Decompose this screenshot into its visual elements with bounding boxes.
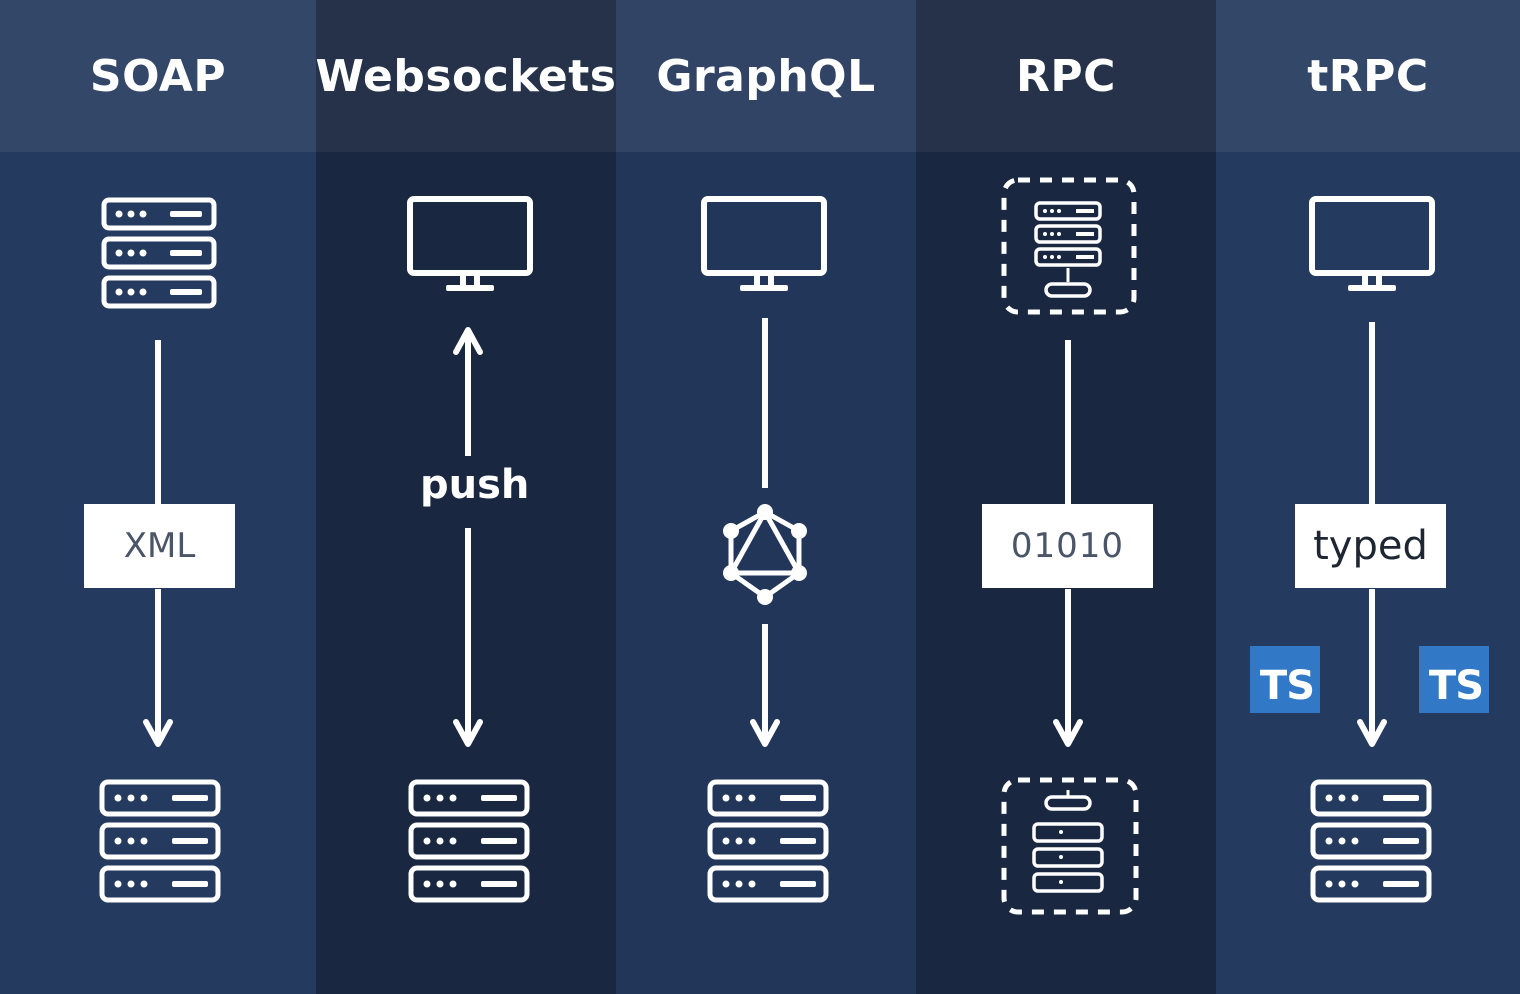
column-header: GraphQL <box>616 0 916 152</box>
column-title: tRPC <box>1307 50 1429 102</box>
websockets-server-icon <box>411 782 527 900</box>
graphql-server-icon <box>710 782 826 900</box>
column-title: GraphQL <box>656 50 876 102</box>
graphql-logo-icon <box>723 504 807 605</box>
trpc-arrow-down-icon <box>1357 719 1387 747</box>
column-header: Websockets <box>316 0 616 152</box>
soap-arrow-down-icon <box>143 719 173 747</box>
graphql-monitor-icon <box>704 199 824 291</box>
websockets-arrow-up-icon <box>453 327 483 355</box>
soap-top-server-icon <box>104 200 214 306</box>
websockets-monitor-icon <box>410 199 530 291</box>
soap-payload-label: XML <box>84 504 235 588</box>
rpc-payload-label: 01010 <box>982 504 1153 588</box>
rpc-arrow-down-icon <box>1053 719 1083 747</box>
websockets-arrow-down-icon <box>453 719 483 747</box>
column-soap: SOAP <box>0 0 316 994</box>
soap-bottom-server-icon <box>102 782 218 900</box>
column-title: RPC <box>1016 50 1116 102</box>
label-text: typed <box>1313 523 1428 569</box>
label-text: 01010 <box>1010 526 1125 566</box>
column-graphql: GraphQL <box>616 0 916 994</box>
websockets-push-label: push <box>420 462 530 508</box>
column-header: SOAP <box>0 0 316 152</box>
trpc-payload-label: typed <box>1295 504 1446 588</box>
column-title: SOAP <box>89 50 227 102</box>
rpc-bottom-dashed-server-icon <box>1001 777 1139 915</box>
trpc-server-icon <box>1313 782 1429 900</box>
trpc-monitor-icon <box>1312 199 1432 291</box>
rpc-top-dashed-server-icon <box>1001 177 1137 315</box>
typescript-badge-icon: TS <box>1250 646 1320 713</box>
label-text: XML <box>123 526 196 566</box>
column-trpc: tRPC <box>1216 0 1520 994</box>
column-header: RPC <box>916 0 1216 152</box>
typescript-badge-icon: TS <box>1419 646 1489 713</box>
column-header: tRPC <box>1216 0 1520 152</box>
column-title: Websockets <box>315 50 617 102</box>
column-websockets: Websockets <box>316 0 616 994</box>
graphql-arrow-down-icon <box>750 719 780 747</box>
